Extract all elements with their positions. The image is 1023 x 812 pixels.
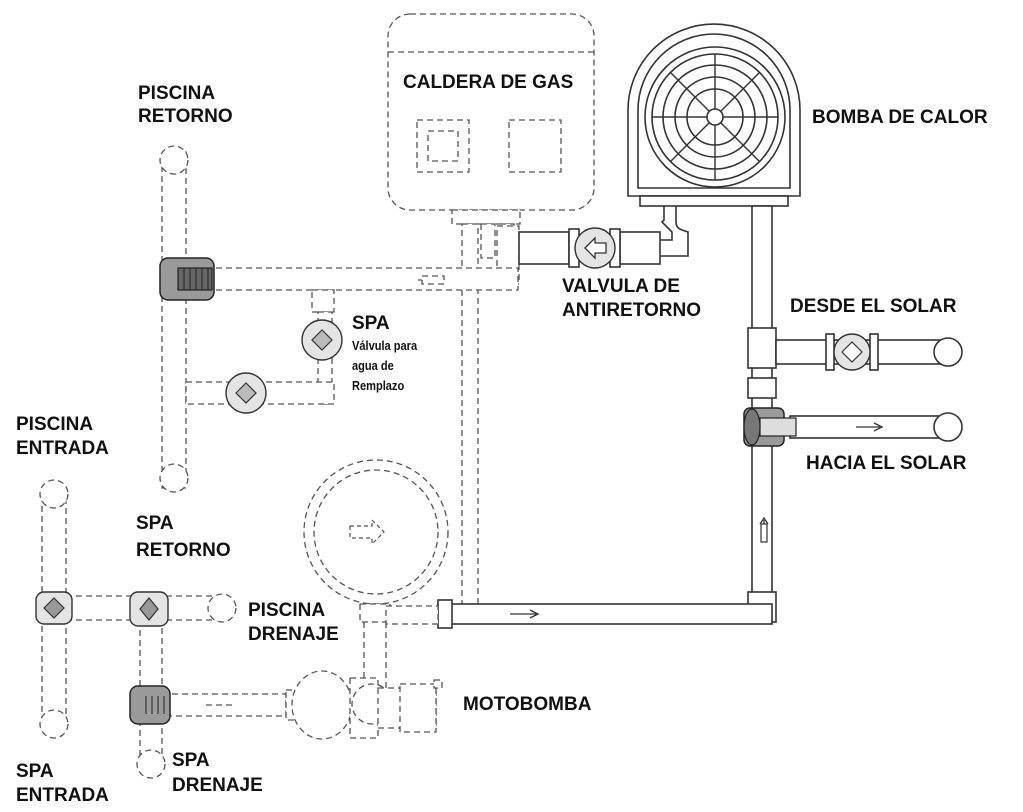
label-spa-valve-note: Válvula para agua de Remplazo [352,336,417,396]
suction-manifold [35,479,287,779]
label-valvula-antiretorno: VALVULA DE ANTIRETORNO [562,275,701,323]
label-hacia-el-solar: HACIA EL SOLAR [806,453,967,474]
label-piscina-entrada: PISCINA ENTRADA [16,413,109,461]
label-piscina-entrada-line1: PISCINA [16,414,94,435]
heat-pump-outlet-pipe [518,206,689,265]
filter [303,459,449,705]
label-spa-retorno: SPA RETORNO [136,510,231,564]
label-desde-el-solar: DESDE EL SOLAR [790,296,957,317]
from-solar-pipe [775,333,963,371]
label-spa-retorno-line1: SPA [136,513,174,534]
label-spa: SPA [352,313,390,334]
label-bomba-de-calor: BOMBA DE CALOR [812,107,988,128]
label-piscina-retorno: PISCINA RETORNO [138,82,233,128]
gas-boiler [387,13,595,605]
label-spa-entrada-line1: SPA [16,761,54,782]
to-solar-pipe [743,407,963,447]
label-spa-drenaje-line2: DRENAJE [172,775,263,796]
main-pump-pipe [437,599,773,629]
label-spa-valve-note-line1: Válvula para [352,338,418,353]
motor-pump [285,670,443,740]
label-spa-valve-note-line2: agua de [352,358,394,373]
label-spa-drenaje-line1: SPA [172,750,210,771]
label-spa-entrada-line2: ENTRADA [16,785,109,806]
label-spa-retorno-line2: RETORNO [136,540,231,561]
label-piscina-entrada-line2: ENTRADA [16,438,109,459]
label-piscina-retorno-line2: RETORNO [138,106,233,127]
label-spa-valve-note-line3: Remplazo [352,378,405,393]
label-piscina-retorno-line1: PISCINA [138,83,216,104]
label-valvula-antiretorno-line2: ANTIRETORNO [562,300,701,321]
label-motobomba: MOTOBOMBA [463,694,592,715]
label-valvula-antiretorno-line1: VALVULA DE [562,276,680,297]
check-valve [568,227,621,269]
heat-pump [627,23,801,207]
label-piscina-drenaje: PISCINA DRENAJE [248,599,339,647]
label-piscina-drenaje-line2: DRENAJE [248,624,339,645]
return-manifold [159,145,519,493]
label-piscina-drenaje-line1: PISCINA [248,600,326,621]
label-spa-entrada: SPA ENTRADA [16,760,109,808]
label-spa-drenaje: SPA DRENAJE [172,748,263,798]
label-caldera-de-gas: CALDERA DE GAS [403,72,574,93]
